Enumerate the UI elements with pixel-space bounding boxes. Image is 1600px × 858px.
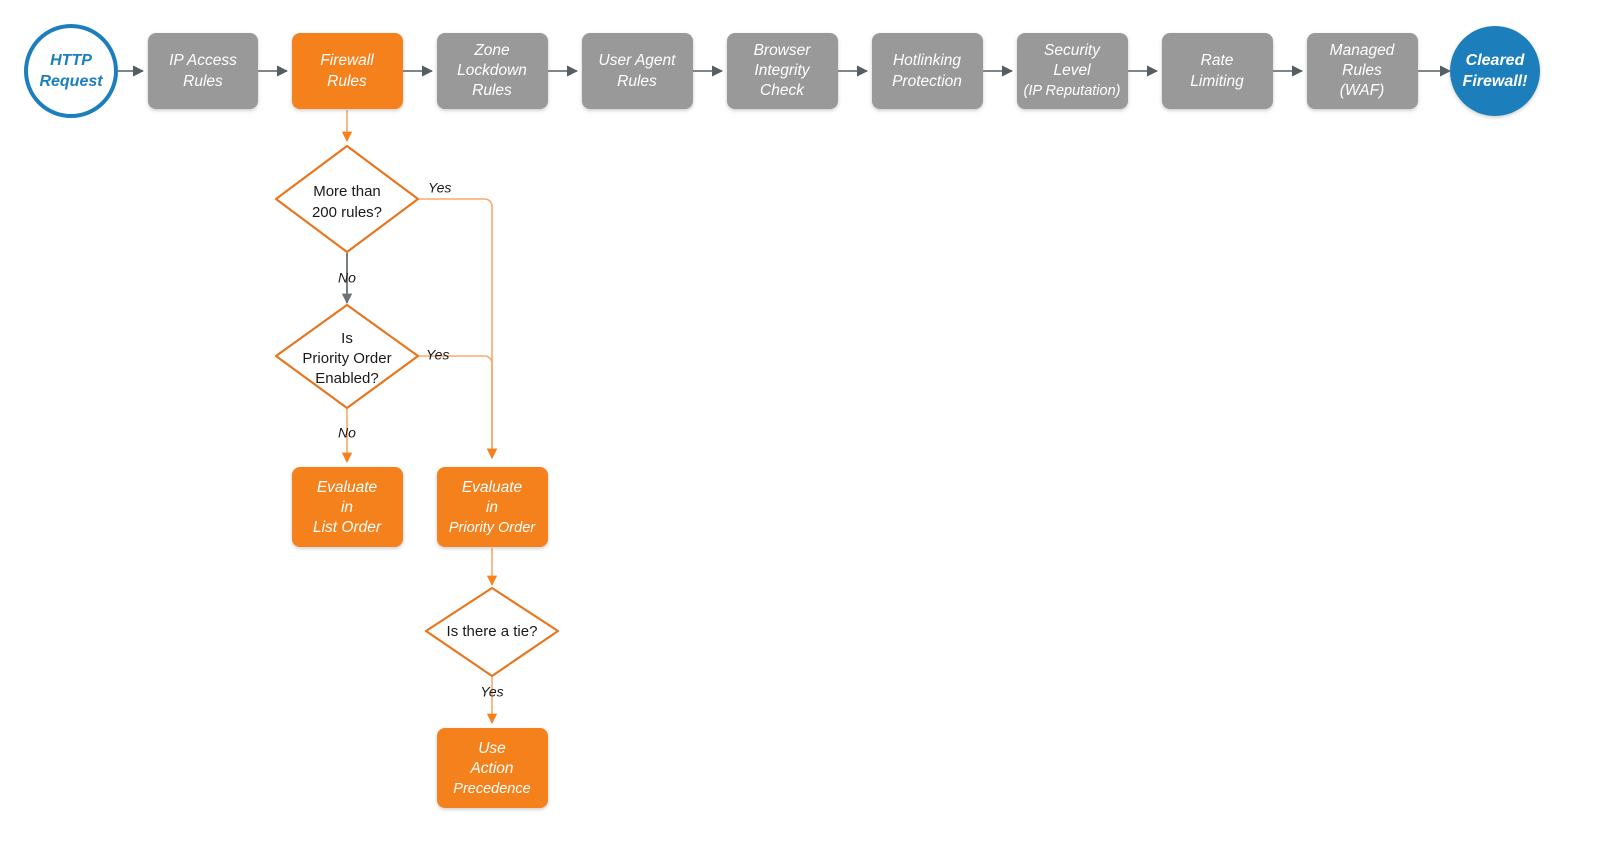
evaluate-in-list-order-label-line-2: in xyxy=(341,499,353,516)
evaluate-in-priority-order-box[interactable] xyxy=(437,467,548,547)
is-there-a-tie-diamond[interactable] xyxy=(424,586,560,678)
managed-rules-waf-box[interactable] xyxy=(1307,33,1418,109)
hotlinking-protection-box[interactable] xyxy=(872,33,983,109)
is-there-a-tie-label-line-1: Is there a tie? xyxy=(447,623,538,640)
node-zone-lockdown-rules[interactable]: Zone Lockdown Rules xyxy=(437,33,548,109)
is-priority-order-enabled-label-line-1: Is xyxy=(341,330,353,347)
more-than-200-rules-diamond[interactable] xyxy=(274,144,420,254)
node-hotlinking-protection[interactable]: Hotlinking Protection xyxy=(872,33,983,109)
node-http-request[interactable]: HTTP Request xyxy=(24,24,118,118)
decision-more-than-200-rules[interactable]: More than 200 rules? xyxy=(274,144,420,254)
hotlinking-protection-label-line-1: Hotlinking xyxy=(893,52,961,69)
cleared-firewall-circle[interactable] xyxy=(1450,26,1540,116)
http-request-label-line-1: HTTP xyxy=(50,52,92,69)
more-than-200-rules-label-line-2: 200 rules? xyxy=(312,204,382,221)
firewall-rules-box[interactable] xyxy=(292,33,403,109)
zone-lockdown-rules-label-line-3: Rules xyxy=(472,82,512,99)
browser-integrity-check-label-line-2: Integrity xyxy=(754,62,810,79)
ip-access-rules-box[interactable] xyxy=(148,33,258,109)
use-action-precedence-label-line-3: Precedence xyxy=(453,781,530,797)
node-managed-rules-waf[interactable]: Managed Rules (WAF) xyxy=(1307,33,1418,109)
connector-decision2-yes-to-priority-order xyxy=(418,355,498,460)
evaluate-in-priority-order-label-line-1: Evaluate xyxy=(462,479,523,496)
rate-limiting-label-line-1: Rate xyxy=(1201,52,1234,69)
firewall-rules-label-line-1: Firewall xyxy=(320,52,374,69)
edge-label-yes-decision1: Yes xyxy=(428,180,451,196)
evaluate-in-priority-order-label-line-2: in xyxy=(486,499,498,516)
zone-lockdown-rules-label-line-2: Lockdown xyxy=(457,62,527,79)
edge-label-no-decision2: No xyxy=(338,425,356,441)
edge-label-no-decision1: No xyxy=(338,270,356,286)
user-agent-rules-label-line-2: Rules xyxy=(617,73,657,90)
evaluate-in-priority-order-label-line-3: Priority Order xyxy=(449,520,536,536)
zone-lockdown-rules-label-line-1: Zone xyxy=(473,42,510,59)
evaluate-in-list-order-label-line-3: List Order xyxy=(313,519,382,536)
user-agent-rules-label-line-1: User Agent xyxy=(599,52,677,69)
security-level-label-line-3: (IP Reputation) xyxy=(1024,83,1121,99)
security-level-label-line-2: Level xyxy=(1053,62,1091,79)
rate-limiting-label-line-2: Limiting xyxy=(1190,73,1244,90)
cleared-firewall-label-line-1: Cleared xyxy=(1466,52,1526,69)
browser-integrity-check-label-line-3: Check xyxy=(760,82,805,99)
browser-integrity-check-box[interactable] xyxy=(727,33,838,109)
use-action-precedence-label-line-1: Use xyxy=(478,740,506,757)
is-priority-order-enabled-diamond[interactable] xyxy=(274,303,420,410)
managed-rules-waf-label-line-1: Managed xyxy=(1330,42,1396,59)
node-user-agent-rules[interactable]: User Agent Rules xyxy=(582,33,693,109)
security-level-label-line-1: Security xyxy=(1044,42,1101,59)
evaluate-in-list-order-label-line-1: Evaluate xyxy=(317,479,378,496)
node-evaluate-in-priority-order[interactable]: Evaluate in Priority Order xyxy=(437,467,548,547)
ip-access-rules-label-line-1: IP Access xyxy=(169,52,237,69)
node-browser-integrity-check[interactable]: Browser Integrity Check xyxy=(727,33,838,109)
zone-lockdown-rules-box[interactable] xyxy=(437,33,548,109)
decision-connectors xyxy=(341,110,498,725)
managed-rules-waf-label-line-3: (WAF) xyxy=(1340,82,1384,99)
edge-label-yes-tie: Yes xyxy=(480,684,503,700)
firewall-rules-label-line-2: Rules xyxy=(327,73,367,90)
rate-limiting-box[interactable] xyxy=(1162,33,1273,109)
node-use-action-precedence[interactable]: Use Action Precedence xyxy=(437,728,548,808)
security-level-box[interactable] xyxy=(1017,33,1128,109)
ip-access-rules-label-line-2: Rules xyxy=(183,73,223,90)
decision-is-priority-order-enabled[interactable]: Is Priority Order Enabled? xyxy=(274,303,420,410)
hotlinking-protection-label-line-2: Protection xyxy=(892,73,962,90)
use-action-precedence-box[interactable] xyxy=(437,728,548,808)
cleared-firewall-label-line-2: Firewall! xyxy=(1463,73,1529,90)
node-rate-limiting[interactable]: Rate Limiting xyxy=(1162,33,1273,109)
user-agent-rules-box[interactable] xyxy=(582,33,693,109)
connector-decision1-yes-to-priority-order xyxy=(418,198,498,460)
browser-integrity-check-label-line-1: Browser xyxy=(754,42,812,59)
http-request-circle[interactable] xyxy=(24,24,118,118)
use-action-precedence-label-line-2: Action xyxy=(469,760,513,777)
edge-label-yes-decision2: Yes xyxy=(426,347,449,363)
is-priority-order-enabled-label-line-3: Enabled? xyxy=(315,370,378,387)
node-evaluate-in-list-order[interactable]: Evaluate in List Order xyxy=(292,467,403,547)
managed-rules-waf-label-line-2: Rules xyxy=(1342,62,1382,79)
node-cleared-firewall[interactable]: Cleared Firewall! xyxy=(1450,26,1540,116)
more-than-200-rules-label-line-1: More than xyxy=(313,183,381,200)
edge-labels: Yes No Yes No Yes xyxy=(338,180,504,700)
node-ip-access-rules[interactable]: IP Access Rules xyxy=(148,33,258,109)
node-firewall-rules[interactable]: Firewall Rules xyxy=(292,33,403,109)
is-priority-order-enabled-label-line-2: Priority Order xyxy=(302,350,391,367)
node-security-level[interactable]: Security Level (IP Reputation) xyxy=(1017,33,1128,109)
decision-is-there-a-tie[interactable]: Is there a tie? xyxy=(424,586,560,678)
evaluate-in-list-order-box[interactable] xyxy=(292,467,403,547)
http-request-label-line-2: Request xyxy=(39,73,103,90)
